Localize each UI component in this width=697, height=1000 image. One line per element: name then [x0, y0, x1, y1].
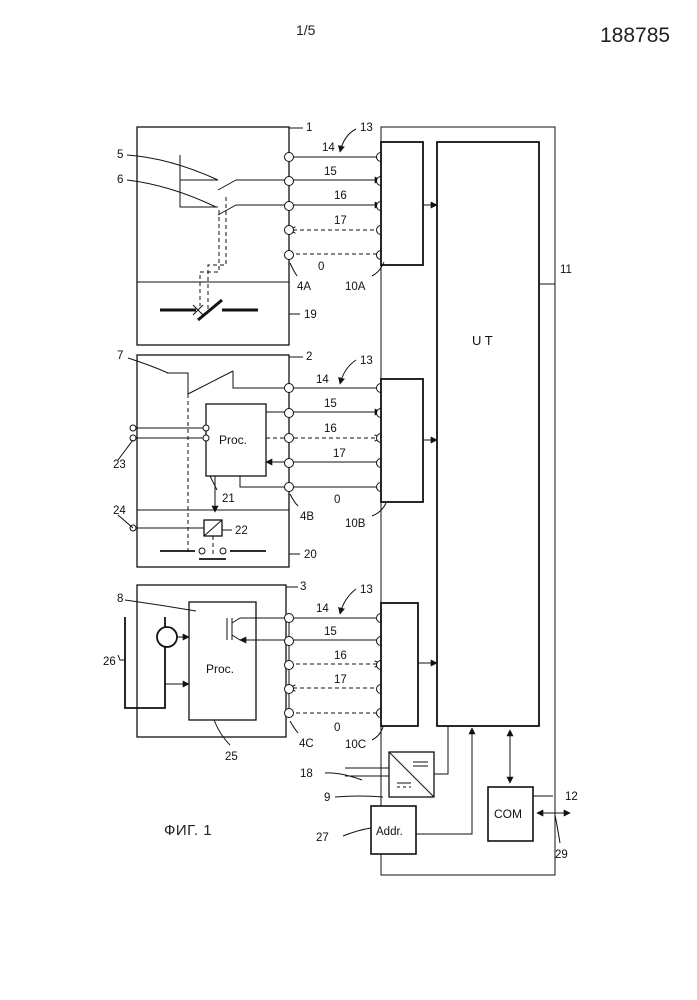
pin-4c-5: [285, 709, 294, 718]
leader-4b: [290, 494, 298, 506]
ref-4b: 4B: [300, 511, 314, 523]
input-23-pin: [203, 425, 209, 431]
pin-4c-2: [285, 637, 294, 646]
input-23-pin: [130, 425, 136, 431]
proc-c-block: [189, 602, 256, 720]
leader-4a: [290, 263, 297, 276]
ref-29: 29: [555, 849, 568, 861]
leader-23: [118, 440, 133, 460]
line-label-a-15: 15: [324, 166, 337, 178]
ref-18: 18: [300, 768, 313, 780]
interface-10a: [381, 142, 423, 265]
ref-3: 3: [300, 581, 306, 593]
line-label-c-15: 15: [324, 626, 337, 638]
ref-10c: 10C: [345, 739, 366, 751]
ref-25: 25: [225, 751, 238, 763]
ref-23: 23: [113, 459, 126, 471]
line-label-c-17: 17: [334, 674, 347, 686]
pin-4a-4: [285, 226, 294, 235]
ref-2: 2: [306, 351, 312, 363]
line-label-b-16: 16: [324, 423, 337, 435]
ref-26: 26: [103, 656, 116, 668]
converter-to-ut-line: [434, 726, 448, 774]
leader-27: [343, 828, 371, 836]
pin-4a-3: [285, 202, 294, 211]
leader-13b: [340, 360, 356, 384]
unit-11: [345, 127, 570, 875]
sensor-26-icon: [157, 627, 177, 647]
line-label-c-14: 14: [316, 603, 329, 615]
ref-10b: 10B: [345, 518, 366, 530]
ref-4c: 4C: [299, 738, 314, 750]
pin-4b-4: [285, 459, 294, 468]
ref-12: 12: [565, 791, 578, 803]
ref-11: 11: [560, 264, 572, 276]
module-3: [125, 585, 286, 737]
contact-20-pin: [199, 548, 205, 554]
line-label-b-17: 17: [333, 448, 346, 460]
ref-13c: 13: [360, 584, 373, 596]
leader-9: [335, 796, 383, 797]
line-label-a-0: 0: [318, 261, 324, 273]
contact-20-pin: [220, 548, 226, 554]
pin-4c-4: [285, 685, 294, 694]
ref-24: 24: [113, 505, 126, 517]
ref-5: 5: [117, 149, 123, 161]
pin-4c-3: [285, 661, 294, 670]
ref-9: 9: [324, 792, 330, 804]
ref-20: 20: [304, 549, 317, 561]
pin-4c-1: [285, 614, 294, 623]
proc-c-label: Proc.: [206, 662, 234, 676]
pin-4b-1: [285, 384, 294, 393]
ut-block: [437, 142, 539, 726]
ref-19: 19: [304, 309, 317, 321]
ref-6: 6: [117, 174, 123, 186]
addr-label: Addr.: [376, 826, 403, 838]
line-label-b-0: 0: [334, 494, 340, 506]
line-label-c-0: 0: [334, 722, 340, 734]
line-label-a-14: 14: [322, 142, 335, 154]
ut-label: U T: [472, 333, 493, 348]
pin-4b-2: [285, 409, 294, 418]
leader-13a: [340, 129, 356, 152]
ref-10a: 10A: [345, 281, 366, 293]
ref-22: 22: [235, 525, 248, 537]
pin-4b-5: [285, 483, 294, 492]
line-label-a-17: 17: [334, 215, 347, 227]
ref-8: 8: [117, 593, 123, 605]
module-2: [130, 355, 289, 567]
ref-1: 1: [306, 122, 312, 134]
leader-10b: [372, 503, 386, 516]
pin-4a-2: [285, 177, 294, 186]
leader-4c: [290, 721, 298, 733]
ref-13b: 13: [360, 355, 373, 367]
interface-10b: [381, 379, 423, 502]
ref-4a: 4A: [297, 281, 311, 293]
com-label: COM: [494, 807, 522, 821]
ref-13a: 13: [360, 122, 373, 134]
interface-10c: [381, 603, 418, 726]
leader-29: [555, 815, 560, 843]
line-label-c-16: 16: [334, 650, 347, 662]
line-label-b-15: 15: [324, 398, 337, 410]
ref-7: 7: [117, 350, 123, 362]
pin-4a-1: [285, 153, 294, 162]
ref-21: 21: [222, 493, 235, 505]
pin-4b-3: [285, 434, 294, 443]
pin-4a-5: [285, 251, 294, 260]
line-label-a-16: 16: [334, 190, 347, 202]
leader-26: [118, 655, 125, 660]
leader-13c: [340, 589, 356, 614]
line-label-b-14: 14: [316, 374, 329, 386]
proc-b-label: Proc.: [219, 433, 247, 447]
input-23-pin: [203, 435, 209, 441]
ref-27: 27: [316, 832, 329, 844]
